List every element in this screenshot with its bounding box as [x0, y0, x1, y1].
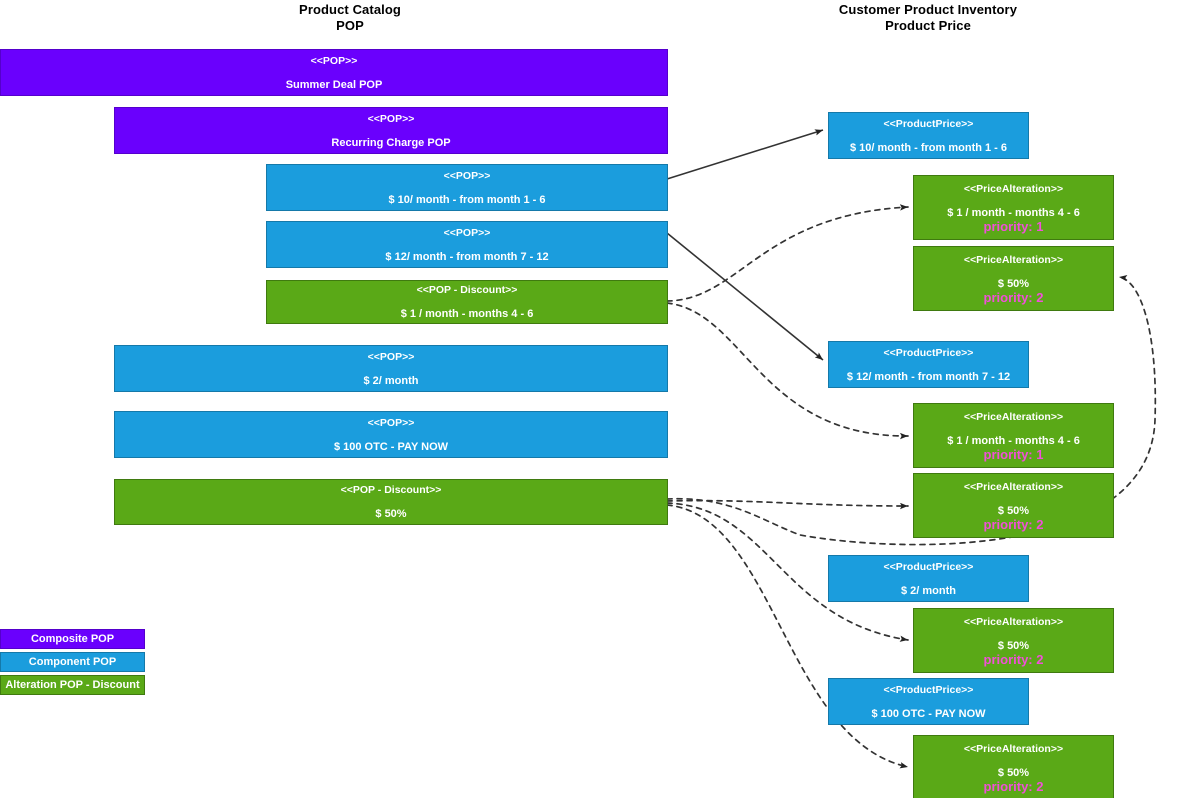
node-label: $ 100 OTC - PAY NOW [333, 440, 449, 453]
node-stereotype: <<POP>> [443, 226, 491, 239]
node-pa-1-month-4-6-a[interactable]: <<PriceAlteration>> $ 1 / month - months… [913, 175, 1114, 240]
node-priority: priority: 2 [983, 778, 1044, 794]
legend-item-composite-pop: Composite POP [0, 629, 145, 649]
node-label: $ 50% [997, 639, 1030, 652]
legend-label: Component POP [28, 656, 117, 668]
node-label: $ 50% [997, 504, 1030, 517]
node-stereotype: <<PriceAlteration>> [963, 410, 1064, 423]
node-pp-100-otc[interactable]: <<ProductPrice>> $ 100 OTC - PAY NOW [828, 678, 1029, 725]
node-pop-12-month-7-12[interactable]: <<POP>> $ 12/ month - from month 7 - 12 [266, 221, 668, 268]
node-priority: priority: 2 [983, 516, 1044, 532]
node-recurring-charge-pop[interactable]: <<POP>> Recurring Charge POP [114, 107, 668, 154]
node-pp-12-month-7-12[interactable]: <<ProductPrice>> $ 12/ month - from mont… [828, 341, 1029, 388]
node-pa-1-month-4-6-b[interactable]: <<PriceAlteration>> $ 1 / month - months… [913, 403, 1114, 468]
node-stereotype: <<PriceAlteration>> [963, 480, 1064, 493]
node-label: $ 50% [375, 508, 407, 520]
node-stereotype: <<ProductPrice>> [883, 117, 974, 130]
node-stereotype: <<PriceAlteration>> [963, 182, 1064, 195]
node-stereotype: <<ProductPrice>> [883, 560, 974, 573]
node-label: $ 2/ month [900, 584, 956, 597]
node-pp-2-month[interactable]: <<ProductPrice>> $ 2/ month [828, 555, 1029, 602]
node-stereotype: <<PriceAlteration>> [963, 742, 1064, 755]
legend-item-component-pop: Component POP [0, 652, 145, 672]
node-label: $ 1 / month - months 4 - 6 [947, 434, 1080, 447]
legend-label: Alteration POP - Discount [5, 679, 140, 691]
node-stereotype: <<POP>> [367, 350, 415, 363]
legend-item-alteration-pop-discount: Alteration POP - Discount [0, 675, 145, 695]
node-pop-10-month-1-6[interactable]: <<POP>> $ 10/ month - from month 1 - 6 [266, 164, 668, 211]
column-header-line1: Product Catalog [299, 2, 401, 17]
node-stereotype: <<ProductPrice>> [883, 683, 974, 696]
column-header-customer-product-inventory: Customer Product Inventory Product Price [828, 2, 1028, 34]
node-priority: priority: 1 [983, 446, 1044, 462]
node-stereotype: <<POP>> [367, 112, 415, 125]
node-label: $ 100 OTC - PAY NOW [871, 707, 986, 720]
node-label: $ 1 / month - months 4 - 6 [400, 308, 534, 320]
node-label: $ 50% [997, 766, 1030, 779]
node-stereotype: <<ProductPrice>> [883, 346, 974, 359]
node-label: $ 10/ month - from month 1 - 6 [388, 193, 546, 206]
column-header-product-catalog: Product Catalog POP [250, 2, 450, 34]
node-summer-deal-pop[interactable]: <<POP>> Summer Deal POP [0, 49, 668, 96]
node-label: $ 12/ month - from month 7 - 12 [846, 370, 1011, 383]
node-label: $ 1 / month - months 4 - 6 [947, 206, 1080, 219]
column-header-line2: POP [336, 18, 364, 33]
node-pop-discount-1-month[interactable]: <<POP - Discount>> $ 1 / month - months … [266, 280, 668, 324]
node-label: Recurring Charge POP [331, 136, 451, 149]
node-label: $ 2/ month [363, 374, 419, 387]
node-stereotype: <<POP - Discount>> [340, 484, 442, 496]
node-label: Summer Deal POP [285, 78, 383, 91]
node-pa-50-pct-c[interactable]: <<PriceAlteration>> $ 50% priority: 2 [913, 608, 1114, 673]
node-label: $ 10/ month - from month 1 - 6 [849, 141, 1008, 154]
node-priority: priority: 2 [983, 651, 1044, 667]
node-priority: priority: 2 [983, 289, 1044, 305]
legend-label: Composite POP [30, 633, 115, 645]
node-pop-discount-50[interactable]: <<POP - Discount>> $ 50% [114, 479, 668, 525]
node-pa-50-pct-d[interactable]: <<PriceAlteration>> $ 50% priority: 2 [913, 735, 1114, 798]
node-stereotype: <<PriceAlteration>> [963, 253, 1064, 266]
node-stereotype: <<POP>> [367, 416, 415, 429]
node-stereotype: <<PriceAlteration>> [963, 615, 1064, 628]
node-pop-100-otc[interactable]: <<POP>> $ 100 OTC - PAY NOW [114, 411, 668, 458]
node-label: $ 50% [997, 277, 1030, 290]
node-label: $ 12/ month - from month 7 - 12 [385, 250, 549, 263]
node-pa-50-pct-a[interactable]: <<PriceAlteration>> $ 50% priority: 2 [913, 246, 1114, 311]
node-pp-10-month-1-6[interactable]: <<ProductPrice>> $ 10/ month - from mont… [828, 112, 1029, 159]
node-pa-50-pct-b[interactable]: <<PriceAlteration>> $ 50% priority: 2 [913, 473, 1114, 538]
node-priority: priority: 1 [983, 218, 1044, 234]
column-header-line1: Customer Product Inventory [838, 2, 1018, 17]
node-pop-2-month[interactable]: <<POP>> $ 2/ month [114, 345, 668, 392]
column-header-line2: Product Price [885, 18, 971, 33]
node-stereotype: <<POP>> [310, 54, 358, 67]
node-stereotype: <<POP - Discount>> [416, 284, 518, 296]
node-stereotype: <<POP>> [443, 169, 491, 182]
